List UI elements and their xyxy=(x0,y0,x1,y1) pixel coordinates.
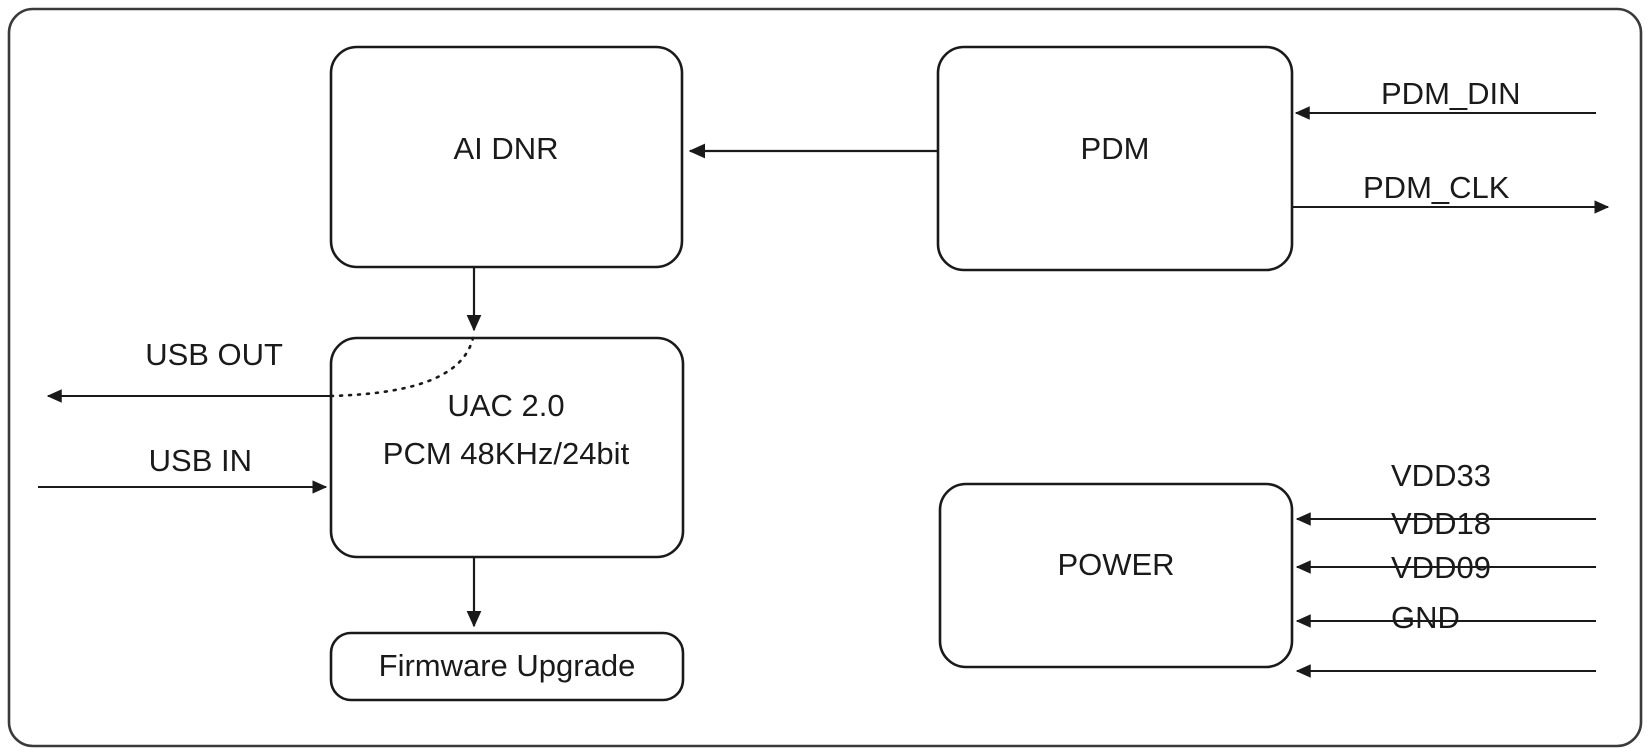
signal-label-usb-out: USB OUT xyxy=(145,337,283,372)
block-firmware-upgrade[interactable] xyxy=(329,631,685,702)
block-ai-dnr[interactable] xyxy=(329,45,684,269)
block-firmware-upgrade-label: Firmware Upgrade xyxy=(379,648,636,683)
block-pdm-label: PDM xyxy=(1081,131,1150,166)
signal-label-vdd09: VDD09 xyxy=(1391,550,1491,585)
signal-label-vdd33: VDD33 xyxy=(1391,458,1491,493)
block-uac[interactable] xyxy=(329,336,685,559)
block-uac-label-line1: UAC 2.0 xyxy=(447,388,564,423)
block-ai-dnr-label: AI DNR xyxy=(453,131,558,166)
block-pdm[interactable] xyxy=(936,45,1294,272)
signal-label-vdd18: VDD18 xyxy=(1391,506,1491,541)
block-power[interactable] xyxy=(938,482,1294,669)
block-uac-label-line2: PCM 48KHz/24bit xyxy=(383,436,630,471)
block-power-label: POWER xyxy=(1057,547,1174,582)
signal-label-usb-in: USB IN xyxy=(149,443,252,478)
signal-label-pdm-clk: PDM_CLK xyxy=(1363,170,1510,205)
chip-boundary xyxy=(7,7,1643,748)
signal-label-gnd: GND xyxy=(1391,600,1460,635)
signal-label-pdm-din: PDM_DIN xyxy=(1381,76,1521,111)
